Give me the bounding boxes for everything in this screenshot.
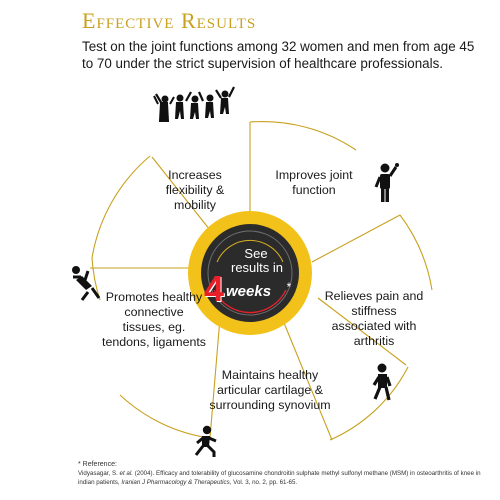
stretching-person-icon — [72, 266, 101, 301]
center-weeks-text: weeks — [226, 283, 272, 300]
reference-citation: Vidyasagar, S. et al. (2004). Efficacy a… — [78, 469, 488, 487]
center-number: 4 — [204, 268, 225, 309]
benefit-joint-function: Improves joint function — [275, 168, 353, 197]
walking-person-icon — [372, 363, 392, 401]
reference-note: * Reference: Vidyasagar, S. et al. (2004… — [78, 460, 488, 487]
reference-heading: * Reference: — [78, 461, 117, 468]
running-person-icon — [194, 425, 217, 457]
reference-journal: Iranian J Pharmacology & Therapeutics, — [121, 479, 232, 486]
page-title: Effective Results — [82, 8, 257, 33]
jumping-group-icon — [153, 86, 235, 122]
benefit-cartilage: Maintains healthy articular cartilage & … — [209, 368, 331, 412]
center-see-text: See — [244, 246, 268, 261]
reference-body: (2004). Efficacy and tolerability of glu… — [78, 470, 481, 486]
center-results-text: results in — [230, 260, 284, 275]
page-subtitle: Test on the joint functions among 32 wom… — [82, 39, 475, 71]
reference-details: Vol. 3, no. 2, pp. 61-65. — [233, 479, 298, 486]
benefit-flexibility: Increases flexibility & mobility — [165, 168, 225, 212]
benefit-pain-relief: Relieves pain and stiffness associated w… — [324, 289, 424, 348]
reference-authors: Vidyasagar, S. — [78, 470, 118, 477]
divider-lines — [90, 121, 433, 441]
benefit-connective-tissue: Promotes healthy connective tissues, eg.… — [102, 290, 207, 349]
center-asterisk: * — [286, 280, 292, 294]
reference-etal: et al. — [119, 470, 133, 477]
center-badge — [188, 211, 312, 335]
waving-person-icon — [374, 163, 399, 202]
